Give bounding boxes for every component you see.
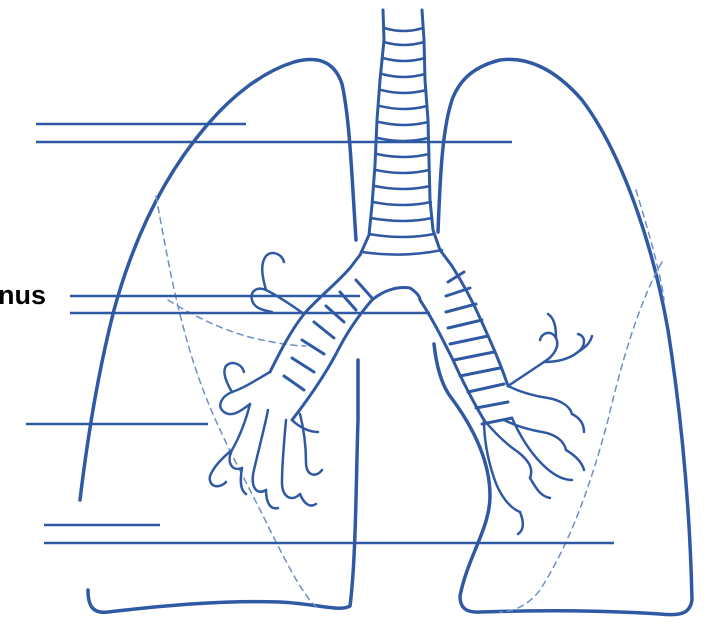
bronchus-label-partial: nus: [0, 282, 46, 309]
left-bronchial-branches: [484, 314, 592, 534]
right-bronchial-branches: [210, 253, 322, 508]
right-lung-outline: [80, 60, 356, 500]
carina: [372, 288, 420, 301]
label-lines: [26, 124, 614, 543]
